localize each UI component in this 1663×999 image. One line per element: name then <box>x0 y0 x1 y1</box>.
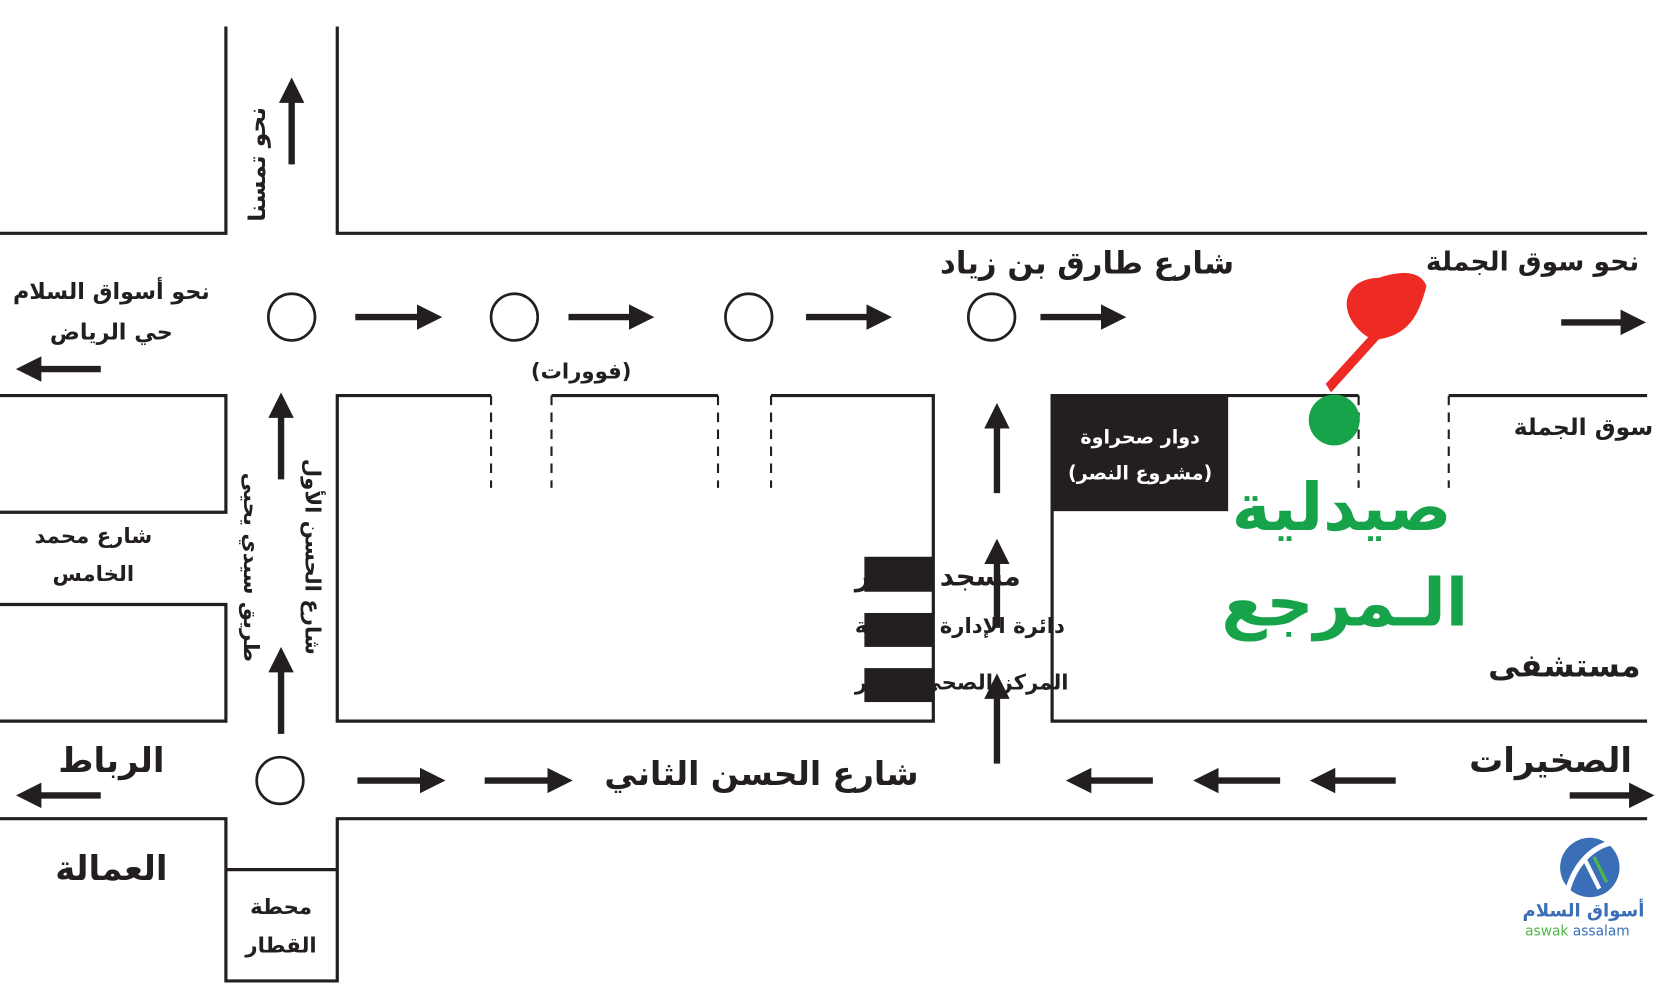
svg-text:aswak assalam: aswak assalam <box>1525 923 1630 939</box>
label-toward-tamesna: نحو تمسنا <box>243 107 271 222</box>
fountain-circle <box>966 292 1017 342</box>
label-souk: سوق الجملة <box>1514 413 1653 441</box>
label-toward-souk: نحو سوق الجملة <box>1426 246 1639 277</box>
label-mohammed-v-2: الخامس <box>53 562 135 587</box>
pharmacy-name-2: الـمرجع <box>1221 565 1468 642</box>
admin-building <box>864 612 934 647</box>
label-mosque: مسجد النصر <box>853 559 1021 592</box>
label-fountains: (فوورات) <box>531 360 632 385</box>
label-rabat: الرباط <box>58 742 164 781</box>
fountain-circle <box>255 755 305 806</box>
health-center-building <box>864 668 934 703</box>
pointing-hand-icon <box>1325 273 1427 393</box>
direction-arrows <box>15 77 1655 809</box>
label-train-station-2: القطار <box>244 933 316 958</box>
label-skhirat: الصخيرات <box>1469 742 1632 781</box>
aswak-assalam-logo: أسواق السلام aswak assalam <box>1523 837 1645 939</box>
label-nasr-project: (مشروع النصر) <box>1068 462 1212 484</box>
label-health-center: المركز الصحي النصر <box>854 670 1069 695</box>
fountain-circle <box>489 292 540 342</box>
label-hassan-1-street: شارع الحسن الأول <box>299 459 326 655</box>
fountain-circle <box>267 292 317 342</box>
label-hospital: مستشفى <box>1488 647 1640 685</box>
svg-text:أسواق السلام: أسواق السلام <box>1523 898 1645 921</box>
roundabout-block <box>1052 394 1229 512</box>
label-riad-district: حي الرياض <box>50 319 173 345</box>
label-hassan-2-street: شارع الحسن الثاني <box>604 754 918 793</box>
pharmacy-location-marker <box>1308 394 1360 446</box>
mosque-building <box>864 556 934 592</box>
label-sidi-yahia-road: طريق سيدي يحيى <box>238 473 263 663</box>
label-roundabout: دوار صحراوة <box>1080 426 1200 448</box>
label-admin-district: دائرة الإدارة السابعة <box>855 614 1065 639</box>
label-train-station: محطة <box>250 895 312 920</box>
label-mohammed-v: شارع محمد <box>34 524 152 549</box>
pharmacy-name: صيدلية <box>1232 469 1452 546</box>
label-tariq-street: شارع طارق بن زياد <box>940 246 1234 282</box>
label-prefecture: العمالة <box>55 850 167 889</box>
label-toward-aswak: نحو أسواق السلام <box>13 276 210 305</box>
fountain-circle <box>724 292 774 342</box>
